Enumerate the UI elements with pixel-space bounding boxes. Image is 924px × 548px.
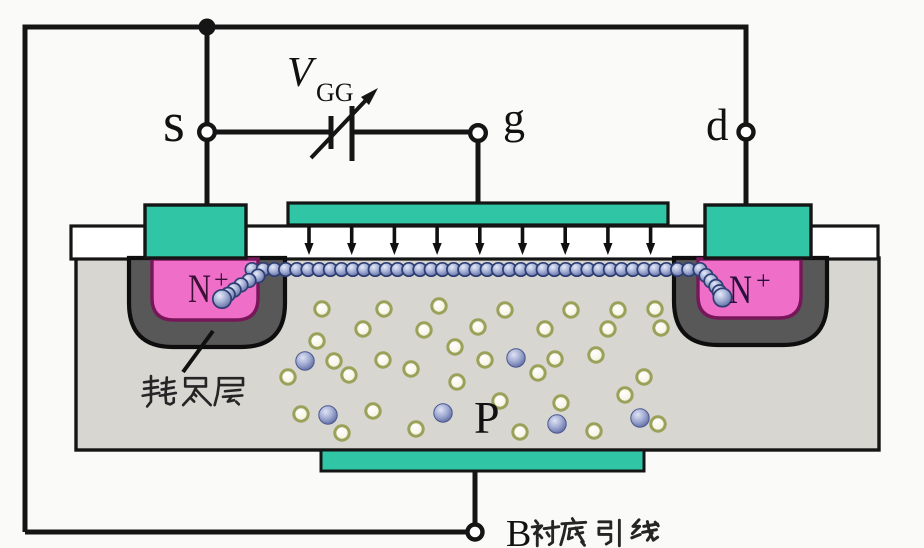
svg-text:B: B	[506, 513, 531, 548]
svg-text:+: +	[214, 265, 229, 294]
svg-text:N: N	[188, 266, 211, 311]
svg-text:s: s	[163, 92, 185, 154]
svg-text:+: +	[756, 266, 771, 295]
svg-text:N: N	[729, 267, 752, 312]
svg-text:GG: GG	[316, 78, 354, 107]
svg-text:d: d	[706, 100, 729, 150]
svg-text:P: P	[474, 392, 500, 443]
svg-text:g: g	[503, 94, 525, 143]
svg-text:V: V	[287, 50, 317, 96]
